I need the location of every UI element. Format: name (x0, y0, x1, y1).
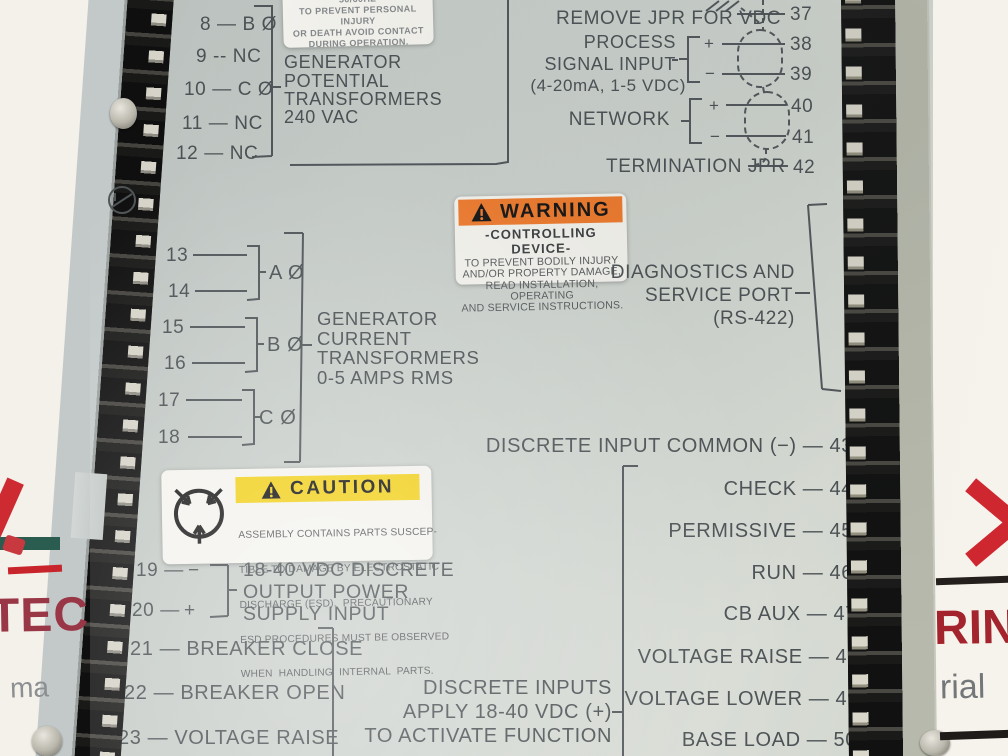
high-voltage-warning-sticker: 50/60HZ TO PREVENT PERSONAL INJURY OR DE… (282, 0, 434, 48)
input-row-44: CHECK — 44 (723, 478, 853, 500)
power-caption-2: OUTPUT POWER (243, 581, 410, 603)
input-row-48: VOLTAGE RAISE — 48 (637, 646, 859, 668)
sign-38: + (704, 34, 715, 53)
warning-triangle-icon (471, 203, 492, 222)
ct-caption-4: 0-5 AMPS RMS (317, 367, 454, 388)
terminal-sign-19: − (188, 560, 200, 581)
watermark-right-line-top (935, 575, 1008, 586)
ct-caption-3: TRANSFORMERS (317, 347, 480, 368)
pot-caption-3: TRANSFORMERS (284, 89, 443, 109)
rail-screw-top-left (110, 98, 137, 129)
caution-title: CAUTION (289, 476, 395, 500)
sign-39: − (705, 64, 716, 83)
terminal-sign-20: + (184, 600, 196, 621)
power-caption-3: SUPPLY INPUT (243, 603, 390, 625)
terminal-num-37: 37 (790, 4, 813, 25)
process-label-1: PROCESS (583, 32, 676, 52)
right-terminal-block (840, 0, 938, 756)
terminal-row-20: 20 — (132, 600, 180, 621)
warning-title: WARNING (499, 198, 611, 223)
terminal-num-14: 14 (168, 281, 191, 302)
terminal-row-9: 9 -- NC (196, 46, 262, 67)
process-label-2: SIGNAL INPUT (544, 54, 676, 74)
ct-caption-1: GENERATOR (317, 308, 438, 329)
network-label: NETWORK (568, 109, 670, 130)
ct-caption-2: CURRENT (317, 328, 412, 349)
terminal-row-21: 21 — BREAKER CLOSE (130, 638, 364, 660)
terminal-num-13: 13 (166, 245, 189, 266)
sign-40: + (709, 96, 720, 115)
note-line-2: APPLY 18-40 VDC (+) (402, 701, 612, 723)
terminal-num-15: 15 (162, 317, 185, 338)
terminal-num-17: 17 (158, 390, 181, 411)
rail-screw-bottom-left (32, 726, 62, 756)
power-caption-1: 18-40 VDC DISCRETE (243, 559, 455, 581)
terminal-row-12: 12 — NC (176, 143, 259, 164)
terminal-num-18: 18 (158, 427, 181, 448)
terminal-row-11: 11 — NC (182, 113, 263, 134)
rail-tab (70, 471, 108, 541)
terminal-num-42: 42 (793, 157, 816, 178)
watermark-right-subtext: rial (939, 667, 986, 707)
terminal-num-40: 40 (791, 96, 814, 117)
warning-device-line: -CONTROLLING DEVICE- (484, 224, 597, 257)
diagnostics-line-2: SERVICE PORT (645, 285, 793, 306)
watermark-left-text: TEC (0, 588, 90, 643)
terminal-num-16: 16 (164, 353, 187, 374)
watermark-right-text: RING (933, 599, 1008, 656)
caution-esd-sticker: CAUTION ASSEMBLY CONTAINS PARTS SUSCEP- … (161, 465, 449, 680)
phase-b-label: B Ø (267, 334, 304, 356)
terminal-row-8: 8 — B Ø (200, 14, 278, 35)
remove-jpr-label: REMOVE JPR FOR VDC (556, 8, 782, 29)
input-row-50: BASE LOAD — 50 (681, 729, 857, 751)
sign-41: − (710, 127, 721, 146)
pot-caption-2: POTENTIAL (284, 71, 390, 91)
warning-header-band: WARNING (458, 196, 623, 226)
terminal-num-41: 41 (792, 127, 815, 148)
caution-line-1: ASSEMBLY CONTAINS PARTS SUSCEP- (238, 526, 438, 542)
terminal-row-22: 22 — BREAKER OPEN (124, 682, 346, 704)
input-row-49: VOLTAGE LOWER — 49 (624, 688, 859, 710)
note-line-3: TO ACTIVATE FUNCTION (364, 725, 612, 747)
process-label-3: (4-20mA, 1-5 VDC) (530, 76, 686, 95)
input-row-43: DISCRETE INPUT COMMON (−) — 43 (485, 435, 853, 457)
diagnostics-line-3: (RS-422) (713, 308, 795, 329)
termination-jpr-label: TERMINATION JPR (606, 156, 786, 177)
phase-c-label: C Ø (259, 407, 297, 429)
terminal-num-38: 38 (790, 34, 813, 55)
note-line-1: DISCRETE INPUTS (422, 677, 612, 699)
terminal-row-23: 23 — VOLTAGE RAISE (118, 727, 340, 749)
terminal-row-19: 19 — (136, 560, 184, 581)
caution-triangle-icon (262, 480, 282, 499)
phase-a-label: A Ø (269, 262, 305, 284)
pot-caption-4: 240 VAC (284, 107, 359, 127)
diagnostics-line-1: DIAGNOSTICS AND (610, 262, 795, 283)
input-row-45: PERMISSIVE — 45 (668, 520, 853, 542)
watermark-left-subtext: ma (9, 671, 50, 704)
terminal-num-39: 39 (790, 64, 813, 85)
esd-susceptibility-icon (173, 488, 224, 544)
watermark-right-line-bottom (939, 729, 1008, 741)
warning-controlling-device-sticker: WARNING -CONTROLLING DEVICE- TO PREVENT … (454, 193, 628, 315)
caution-header-band: CAUTION (235, 473, 420, 504)
input-row-46: RUN — 46 (751, 562, 853, 584)
pot-caption-1: GENERATOR (284, 52, 402, 72)
terminal-row-10: 10 — C Ø (184, 79, 274, 100)
input-row-47: CB AUX — 47 (723, 603, 857, 625)
